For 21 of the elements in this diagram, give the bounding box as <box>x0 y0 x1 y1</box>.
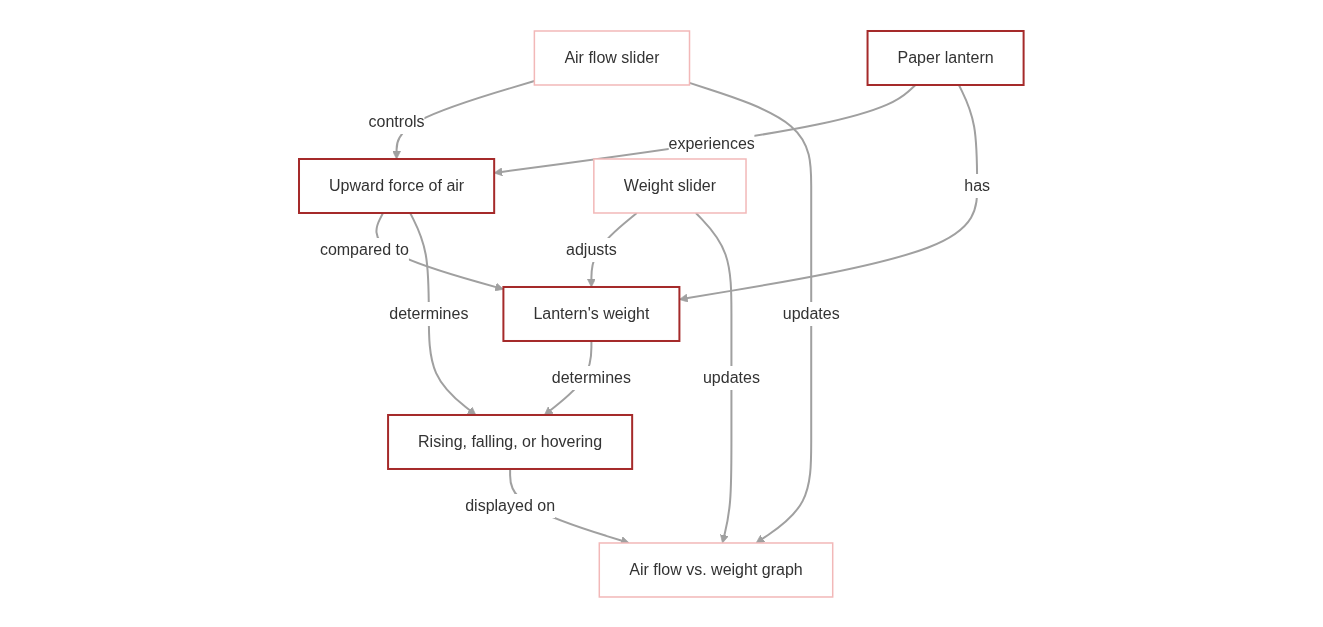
arrow <box>688 81 813 543</box>
edge-label: has <box>964 176 991 194</box>
node-box: Rising, falling, or hovering <box>387 413 634 470</box>
edge-label: displayed on <box>465 496 556 514</box>
node-box: Upward force of air <box>298 157 496 214</box>
edge-label: adjusts <box>566 240 617 258</box>
node-box: Lantern's weight <box>502 285 681 342</box>
edge-label: determines <box>389 304 469 322</box>
edge-label: updates <box>703 368 761 386</box>
node-box: Air flow slider <box>533 29 691 86</box>
edge-label: controls <box>368 112 425 130</box>
node-box: Paper lantern <box>866 29 1025 86</box>
node-box: Air flow vs. weight graph <box>598 541 834 598</box>
edge-label: updates <box>782 304 840 322</box>
node-box: Weight slider <box>593 157 747 214</box>
edge-label: compared to <box>320 240 410 258</box>
edge-label: experiences <box>668 134 756 152</box>
arrow <box>695 211 733 543</box>
arrow <box>409 211 477 415</box>
edge-label: determines <box>552 368 632 386</box>
arrow <box>679 83 979 302</box>
